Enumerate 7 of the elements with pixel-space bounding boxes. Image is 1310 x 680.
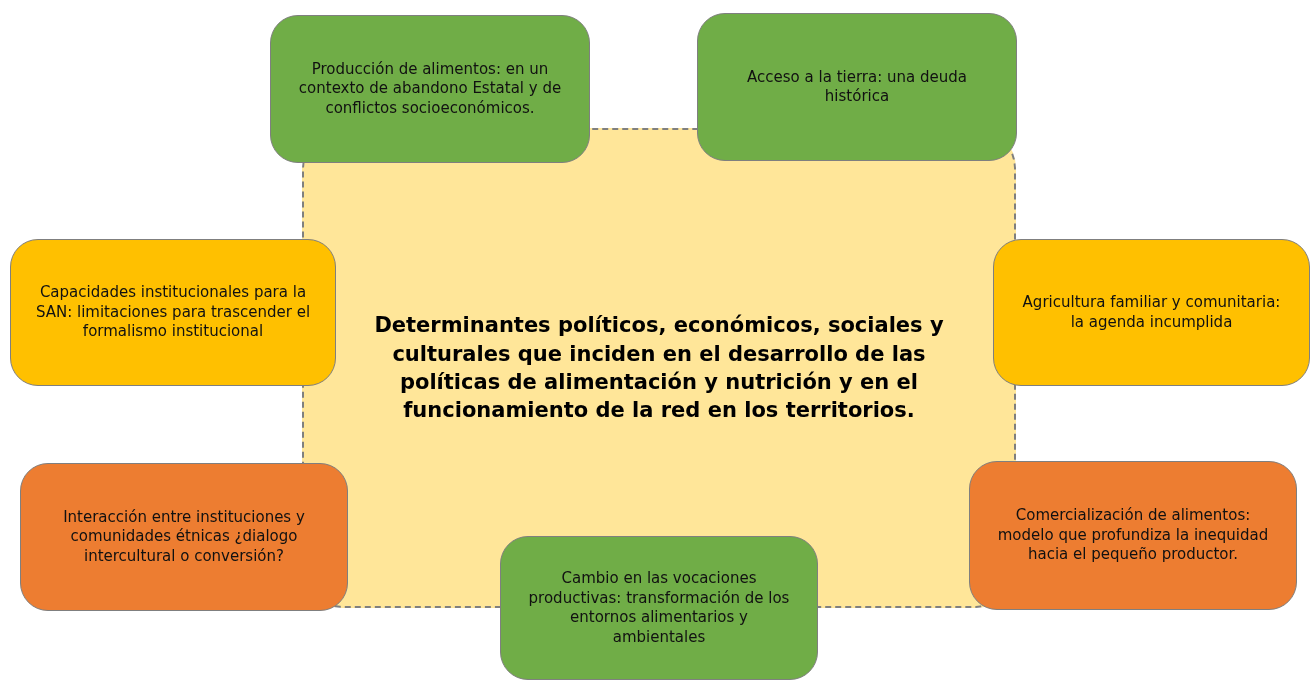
topic-box: Comercialización de alimentos: modelo que profundiza la inequidad hacia el pequeño productor. [969,461,1297,610]
topic-box: Acceso a la tierra: una deuda histórica [697,13,1017,161]
topic-box: Capacidades institucionales para la SAN: limitaciones para trascender el formalismo institucional [10,239,336,386]
topic-box: Interacción entre instituciones y comunidades étnicas ¿dialogo intercultural o conversión? [20,463,348,611]
topic-box: Agricultura familiar y comunitaria: la agenda incumplida [993,239,1310,386]
topic-box: Producción de alimentos: en un contexto de abandono Estatal y de conflictos socioeconómicos. [270,15,590,163]
topic-box: Cambio en las vocaciones productivas: transformación de los entornos alimentarios y ambientales [500,536,818,680]
